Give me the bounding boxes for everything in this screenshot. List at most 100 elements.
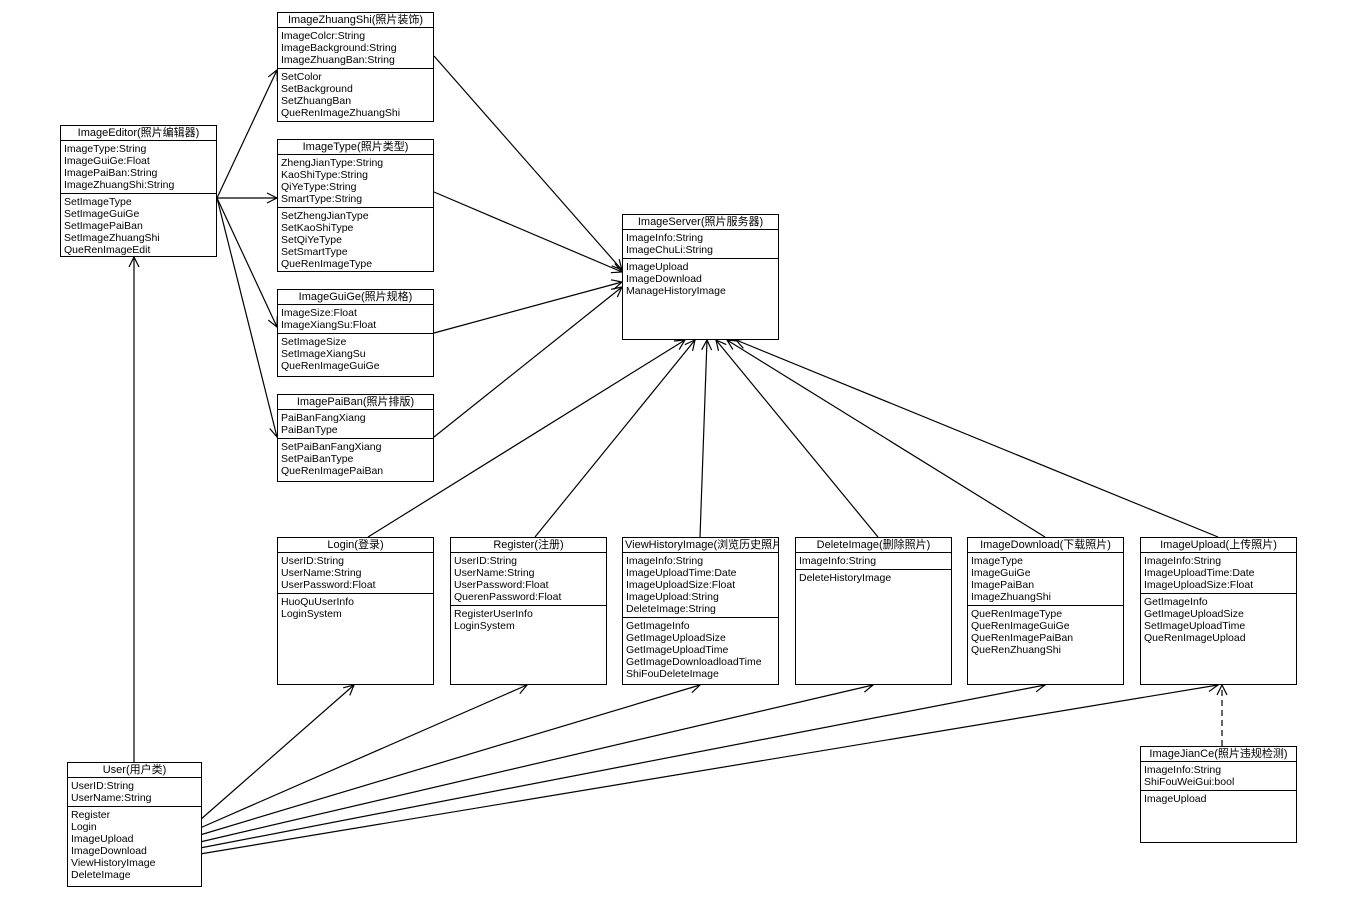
method-row: GetImageUploadTime: [626, 644, 729, 656]
attribute-row: ImageInfo:String: [799, 555, 877, 567]
method-row: Register: [71, 809, 111, 821]
attribute-row: ImageZhuangShi:String: [64, 179, 175, 191]
relations-layer: [134, 55, 1222, 855]
relation-ImageUpload-to-ImageServer: [736, 340, 1219, 538]
attribute-row: ImageUploadTime:Date: [626, 567, 737, 579]
class-view-history-image: ViewHistoryImage(浏览历史照片)ImageInfo:String…: [622, 537, 779, 685]
class-title: Login(登录): [278, 538, 433, 553]
method-row: LoginSystem: [454, 620, 515, 632]
attribute-row: PaiBanType: [281, 424, 338, 436]
attribute-row: ImagePaiBan: [971, 579, 1035, 591]
relation-User-to-DeleteImage: [199, 685, 873, 843]
methods-section: ImageUpload: [1141, 791, 1296, 807]
method-row: ViewHistoryImage: [71, 857, 156, 869]
method-row: SetImageSize: [281, 336, 347, 348]
class-title: ImageUpload(上传照片): [1141, 538, 1296, 553]
relation-User-to-ViewHistoryImage: [199, 685, 700, 836]
method-row: SetImageZhuangShi: [64, 232, 160, 244]
method-row: LoginSystem: [281, 608, 342, 620]
attribute-row: ImageColcr:String: [281, 30, 366, 42]
relation-ImageZhuangShi-to-ImageServer: [433, 55, 622, 270]
method-row: QueRenImageEdit: [64, 244, 151, 256]
class-title: ImageGuiGe(照片规格): [278, 290, 433, 305]
attribute-row: ImageInfo:String: [626, 232, 704, 244]
class-title: Register(注册): [451, 538, 606, 553]
relation-ImageGuiGe-to-ImageServer: [433, 282, 622, 334]
attribute-row: ZhengJianType:String: [281, 157, 384, 169]
method-row: QueRenImageType: [971, 608, 1063, 620]
relation-ViewHistoryImage-to-ImageServer: [699, 340, 707, 538]
class-title: ImageJianCe(照片违规检测): [1141, 747, 1296, 762]
attribute-row: ImagePaiBan:String: [64, 167, 158, 179]
method-row: DeleteImage: [71, 869, 131, 881]
method-row: ImageUpload: [1144, 793, 1207, 805]
attribute-row: ImageUpload:String: [626, 591, 719, 603]
method-row: SetSmartType: [281, 246, 348, 258]
attribute-row: ImageZhuangShi: [971, 591, 1051, 603]
class-title: ImageDownload(下载照片): [968, 538, 1123, 553]
attribute-row: ImageUploadSize:Float: [1144, 579, 1254, 591]
attribute-row: ImageGuiGe:Float: [64, 155, 150, 167]
attribute-row: KaoShiType:String: [281, 169, 368, 181]
attribute-row: ShiFouWeiGui:bool: [1144, 776, 1235, 788]
method-row: ImageDownload: [626, 273, 702, 285]
method-row: ImageUpload: [71, 833, 134, 845]
attribute-row: DeleteImage:String: [626, 603, 716, 615]
attribute-row: ImageInfo:String: [1144, 555, 1222, 567]
method-row: ImageDownload: [71, 845, 147, 857]
attribute-row: ImageInfo:String: [1144, 764, 1222, 776]
attribute-row: SmartType:String: [281, 193, 363, 205]
class-title: User(用户类): [68, 763, 201, 778]
class-title: ViewHistoryImage(浏览历史照片): [623, 539, 778, 553]
relation-Login-to-ImageServer: [367, 340, 685, 538]
method-row: QueRenImageZhuangShi: [281, 107, 401, 119]
class-title: ImageServer(照片服务器): [623, 215, 778, 230]
relation-ImagePaiBan-to-ImageServer: [433, 287, 622, 438]
attribute-row: ImageZhuangBan:String: [281, 54, 395, 66]
attribute-row: UserID:String: [454, 555, 518, 567]
relation-Register-to-ImageServer: [534, 340, 695, 538]
attribute-row: QiYeType:String: [281, 181, 357, 193]
method-row: QueRenImagePaiBan: [971, 632, 1074, 644]
method-row: ImageUpload: [626, 261, 689, 273]
method-row: SetZhuangBan: [281, 95, 352, 107]
attribute-row: UserID:String: [71, 780, 135, 792]
relation-ImageEditor-to-ImageZhuangShi: [216, 70, 277, 199]
method-row: SetPaiBanFangXiang: [281, 441, 382, 453]
attribute-row: ImageChuLi:String: [626, 244, 713, 256]
method-row: SetZhengJianType: [281, 210, 369, 222]
attribute-row: QuerenPassword:Float: [454, 591, 562, 603]
method-row: ShiFouDeleteImage: [626, 668, 719, 680]
attribute-row: UserID:String: [281, 555, 345, 567]
method-row: GetImageInfo: [626, 620, 690, 632]
method-row: SetImageGuiGe: [64, 208, 140, 220]
attribute-row: UserName:String: [281, 567, 362, 579]
method-row: QueRenImageUpload: [1144, 632, 1246, 644]
relation-User-to-ImageDownload: [199, 685, 1045, 849]
attribute-row: UserName:String: [454, 567, 535, 579]
method-row: RegisterUserInfo: [454, 608, 533, 620]
method-row: QueRenImageType: [281, 258, 373, 270]
relation-ImageEditor-to-ImageGuiGe: [216, 197, 277, 327]
relation-ImageEditor-to-ImagePaiBan: [216, 197, 277, 437]
method-row: QueRenImagePaiBan: [281, 465, 384, 477]
class-title: DeleteImage(删除照片): [796, 538, 951, 553]
